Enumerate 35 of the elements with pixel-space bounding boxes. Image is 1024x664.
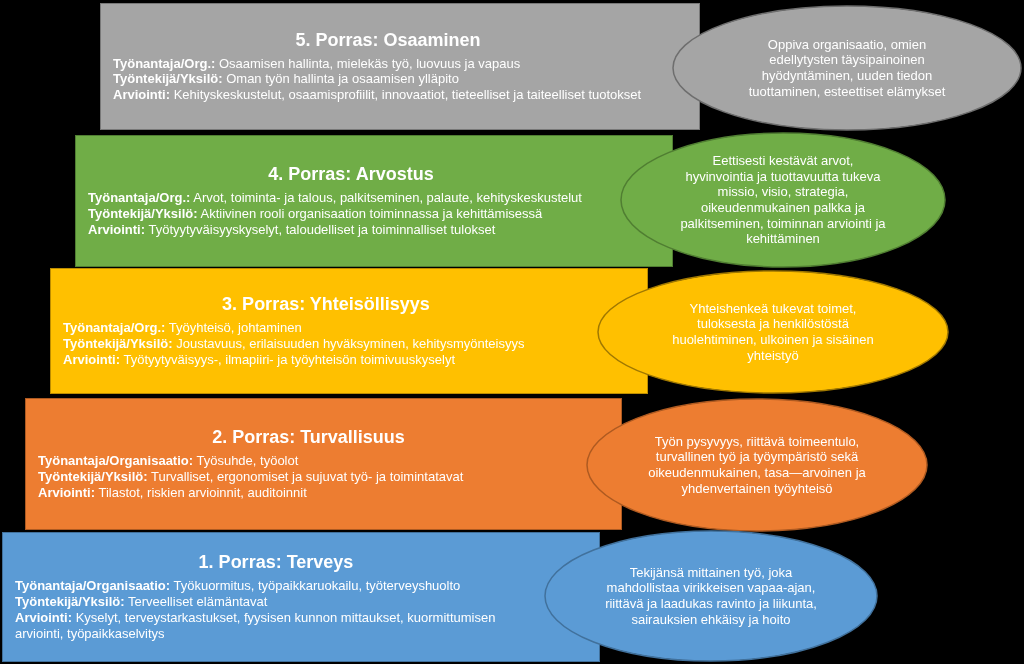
criteria-text: Arviointi: Kehityskeskustelut, osaamisprofiilit, innovaatiot, tieteelliset ja taiteelliset tuotokset (113, 87, 643, 104)
criteria-text: Työnantaja/Organisaatio: Työsuhde, työolot (38, 453, 300, 469)
outcome-ellipse (672, 5, 1022, 131)
ellipse-text: Yhteishenkeä tukevat toimet, tuloksesta ja henkilöstöstä huolehtiminen, ulkoinen ja sisäinen yhteistyö (671, 300, 875, 364)
outcome-ellipse (586, 398, 928, 532)
step-title: 5. Porras: Osaaminen (294, 29, 482, 52)
criteria-text: Arviointi: Työtyytyväisyys-, ilmapiiri- ja työyhteisön toimivuuskyselyt (63, 351, 457, 368)
criteria-text: Työntekijä/Yksilö: Oman työn hallinta ja osaamisen ylläpito (113, 71, 460, 88)
criteria-text: Työntekijä/Yksilö: Aktiivinen rooli organisaation toiminnassa ja kehittämisessä (88, 205, 544, 222)
step-title: 1. Porras: Terveys (197, 552, 355, 575)
step-box (75, 135, 673, 267)
outcome-ellipse (620, 132, 946, 268)
criteria-text: Arviointi: Kyselyt, terveystarkastukset, fyysisen kunnon mittaukset, kuormittumisen arviointi, työpaikkaselvitys (15, 609, 497, 642)
step-title: 4. Porras: Arvostus (267, 164, 435, 186)
ellipse-text: Työn pysyvyys, riittävä toimeentulo, turvallinen työ ja työympäristö sekä oikeudenmukainen, tasa—arvoinen ja yhdenvertainen työyhteisö (648, 433, 866, 497)
criteria-text: Työnantaja/Org.: Arvot, toiminta- ja talous, palkitseminen, palaute, kehityskeskustelut (88, 190, 583, 206)
ellipse-text: Tekijänsä mittainen työ, joka mahdollistaa virikkeisen vapaa-ajan, riittävä ja laadukas ravinto ja liikunta, sairauksien ehkäisy ja hoito (604, 564, 818, 628)
step-box (50, 268, 648, 394)
outcome-ellipse (597, 270, 949, 394)
step-box (25, 398, 622, 530)
criteria-text: Työnantaja/Organisaatio: Työkuormitus, työpaikkaruokailu, työterveyshuolto (15, 578, 462, 594)
criteria-text: Työnantaja/Org.: Työyhteisö, johtaminen (63, 320, 303, 336)
outcome-ellipse (544, 530, 878, 662)
criteria-text: Työnantaja/Org.: Osaamisen hallinta, mielekäs työ, luovuus ja vapaus (113, 55, 522, 72)
step-title: 3. Porras: Yhteisöllisyys (221, 294, 431, 316)
criteria-text: Työntekijä/Yksilö: Turvalliset, ergonomiset ja sujuvat työ- ja toimintatavat (38, 468, 465, 485)
ellipse-text: Oppiva organisaatio, omien edellytysten täysipainoinen hyödyntäminen, uuden tiedon tuottaminen, esteettiset elämykset (747, 36, 947, 100)
step-box (2, 532, 600, 662)
step-title: 2. Porras: Turvallisuus (211, 427, 406, 449)
step-box (100, 3, 700, 130)
criteria-text: Työntekijä/Yksilö: Joustavuus, erilaisuuden hyväksyminen, kehitysmyönteisyys (63, 335, 526, 352)
ellipse-text: Eettisesti kestävät arvot, hyvinvointia ja tuottavuutta tukeva missio, visio, strategia, oikeudenmukainen palkka ja palkitseminen, toiminnan arviointi ja kehittäminen (679, 153, 887, 247)
criteria-text: Arviointi: Työtyytyväisyyskyselyt, taloudelliset ja toiminnalliset tulokset (88, 221, 497, 238)
criteria-text: Työntekijä/Yksilö: Terveelliset elämäntavat (15, 593, 269, 610)
criteria-text: Arviointi: Tilastot, riskien arvioinnit, auditoinnit (38, 484, 308, 501)
